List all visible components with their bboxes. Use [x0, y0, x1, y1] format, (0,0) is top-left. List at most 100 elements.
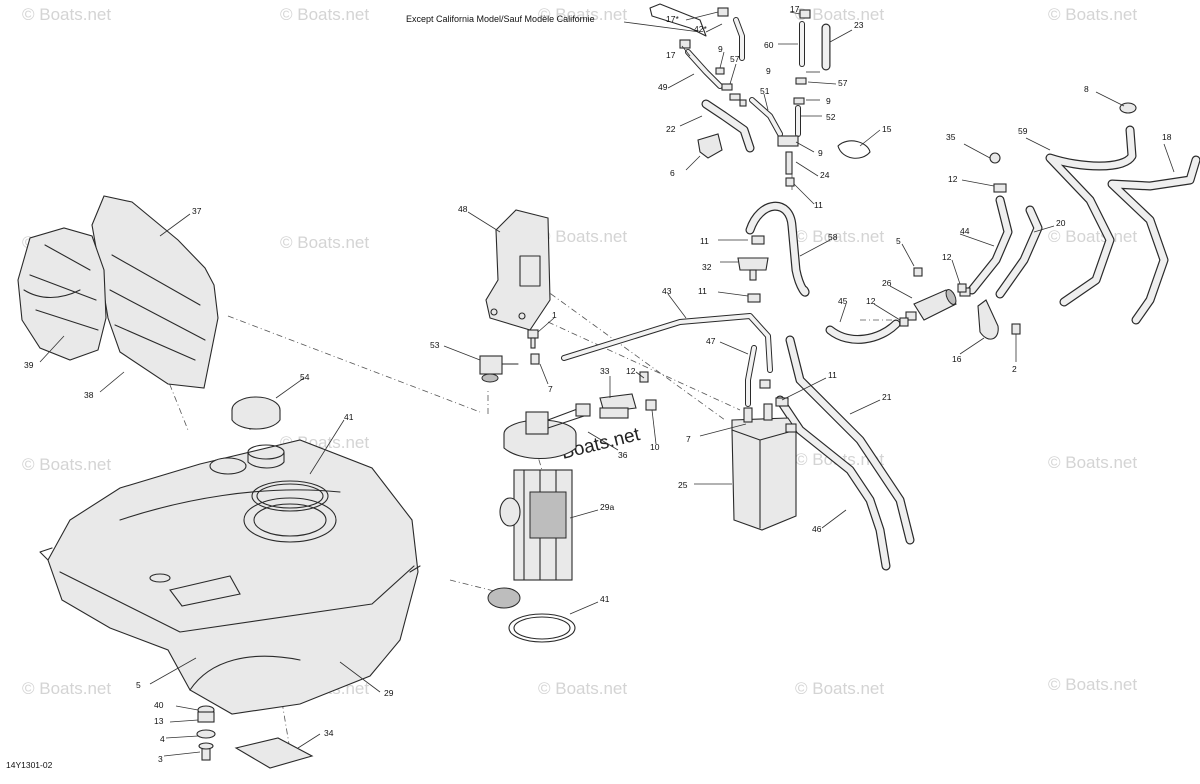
hose-58: [745, 201, 810, 297]
callout-48: 48: [458, 204, 468, 214]
watermark: © Boats.net: [280, 5, 369, 24]
watermark: © Boats.net: [1048, 675, 1137, 694]
callout-7b: 7: [686, 434, 691, 444]
callout-11a: 11: [814, 200, 823, 210]
figure-code: 14Y1301-02: [6, 760, 53, 770]
hose-49: [685, 49, 723, 89]
callout-17c: 17: [790, 4, 800, 14]
callout-24: 24: [820, 170, 830, 180]
callout-5: 5: [136, 680, 141, 690]
callout-41a: 41: [344, 412, 354, 422]
hose-20: [995, 205, 1043, 299]
callout-57a: 57: [730, 54, 740, 64]
callout-11d: 11: [828, 370, 837, 380]
hose-21: [785, 335, 915, 545]
watermark: © Boats.net: [1048, 5, 1137, 24]
callout-54: 54: [300, 372, 310, 382]
hose-59: [1045, 125, 1137, 307]
callout-11c: 11: [698, 286, 707, 296]
fuel-tank: [39, 439, 421, 715]
hose-18: [1107, 155, 1200, 325]
tank-pad: [234, 737, 314, 769]
watermark: © Boats.net: [22, 679, 111, 698]
mounting-clamp: [977, 299, 1021, 340]
callout-17b: 17*: [666, 14, 679, 24]
purge-valve: [479, 355, 519, 383]
callout-59: 59: [1018, 126, 1028, 136]
watermark: © Boats.net: [538, 227, 627, 246]
charcoal-canister: [731, 403, 797, 531]
callout-35: 35: [946, 132, 956, 142]
hose-51: [749, 97, 783, 137]
callout-39: 39: [24, 360, 34, 370]
callout-13: 13: [154, 716, 164, 726]
callout-4: 4: [160, 734, 165, 744]
callout-7a: 7: [548, 384, 553, 394]
callout-34: 34: [324, 728, 334, 738]
callout-12c: 12: [866, 296, 876, 306]
callout-38: 38: [84, 390, 94, 400]
callout-52: 52: [826, 112, 836, 122]
callout-12b: 12: [942, 252, 952, 262]
hose-22: [701, 99, 755, 153]
callout-51: 51: [760, 86, 770, 96]
watermark: © Boats.net: [538, 679, 627, 698]
callout-47: 47: [706, 336, 716, 346]
watermark: © Boats.net: [280, 233, 369, 252]
tank-seal-ring: [251, 480, 329, 512]
callout-9b: 9: [766, 66, 771, 76]
callout-25: 25: [678, 480, 688, 490]
callout-37: 37: [192, 206, 202, 216]
callout-33: 33: [600, 366, 610, 376]
callout-29: 29: [384, 688, 394, 698]
california-indicator: [649, 3, 707, 37]
watermark: © Boats.net: [22, 455, 111, 474]
hose-42: [733, 17, 745, 61]
callout-44: 44: [960, 226, 970, 236]
hose-44: [967, 195, 1013, 295]
callout-2: 2: [1012, 364, 1017, 374]
callout-10: 10: [650, 442, 660, 452]
callout-23: 23: [854, 20, 864, 30]
hose-45: [825, 319, 901, 344]
callout-22: 22: [666, 124, 676, 134]
heat-shield-assembly: [17, 195, 219, 389]
watermark: © Boats.net: [1048, 227, 1137, 246]
callout-1: 1: [552, 310, 557, 320]
fuel-cap: [231, 396, 285, 469]
callout-6: 6: [670, 168, 675, 178]
hose-43: [561, 313, 773, 373]
callout-17a: 17: [666, 50, 676, 60]
fuel-pump-module: [487, 403, 591, 643]
callout-21: 21: [882, 392, 892, 402]
callout-5b: 5: [896, 236, 901, 246]
fittings: [599, 7, 1137, 419]
callout-46: 46: [812, 524, 822, 534]
callout-60: 60: [764, 40, 774, 50]
fuel-filter: [905, 287, 971, 321]
watermark: © Boats.net: [795, 5, 884, 24]
callout-15: 15: [882, 124, 892, 134]
watermark: © Boats.net: [538, 5, 627, 24]
callout-11b: 11: [700, 236, 709, 246]
watermark: © Boats.net: [22, 5, 111, 24]
hose-46: [775, 395, 891, 571]
california-note: Except California Model/Sauf Modèle Cali…: [406, 14, 595, 24]
watermark: © Boats.net: [795, 679, 884, 698]
callout-9a: 9: [718, 44, 723, 54]
callout-26: 26: [882, 278, 892, 288]
callout-9d: 9: [818, 148, 823, 158]
callout-3: 3: [158, 754, 163, 764]
callout-29a: 29a: [600, 502, 614, 512]
callouts: Except California Model/Sauf Modèle Cali…: [6, 4, 1172, 770]
callout-43: 43: [662, 286, 672, 296]
tank-seal-ring-inner: [256, 483, 324, 509]
callout-58: 58: [828, 232, 838, 242]
callout-41b: 41: [600, 594, 610, 604]
callout-57b: 57: [838, 78, 848, 88]
watermark: © Boats.net: [1048, 453, 1137, 472]
callout-32: 32: [702, 262, 712, 272]
mounting-bracket: [485, 209, 551, 331]
callout-53: 53: [430, 340, 440, 350]
callout-49: 49: [658, 82, 668, 92]
